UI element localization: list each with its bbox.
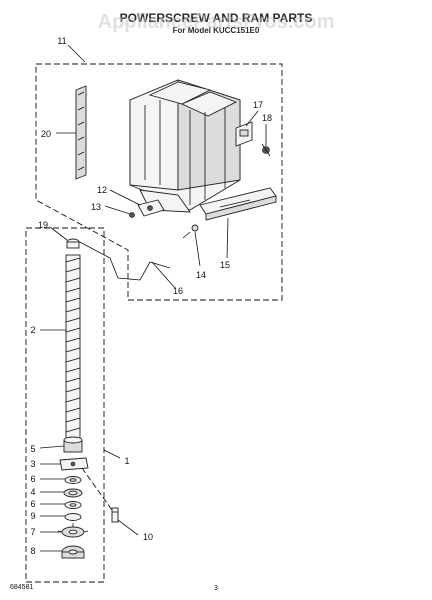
leader-15 xyxy=(226,217,229,259)
callout-6b: 6 xyxy=(30,499,35,509)
part-5-collar xyxy=(63,436,83,453)
part-18-screw xyxy=(261,143,271,157)
part-6-washer-lower xyxy=(64,501,82,509)
callout-15: 15 xyxy=(220,260,230,270)
assembly-boundary-lower xyxy=(25,227,105,583)
callout-18: 18 xyxy=(262,113,272,123)
leader-16 xyxy=(151,261,176,289)
callout-17: 17 xyxy=(253,100,263,110)
callout-20: 20 xyxy=(41,129,51,139)
callout-13: 13 xyxy=(91,202,101,212)
callout-16: 16 xyxy=(173,286,183,296)
callout-3: 3 xyxy=(30,459,35,469)
part-10-pin xyxy=(111,507,119,523)
callout-10: 10 xyxy=(143,532,153,542)
leader-17 xyxy=(245,110,259,127)
leader-13 xyxy=(104,205,131,215)
callout-19: 19 xyxy=(38,220,48,230)
leader-5 xyxy=(39,445,65,449)
part-10-lead xyxy=(81,467,113,511)
part-6-washer-upper xyxy=(64,476,82,484)
leader-14 xyxy=(194,231,201,267)
part-8-gear xyxy=(61,545,85,559)
callout-14: 14 xyxy=(196,270,206,280)
part-13-screw xyxy=(129,212,135,218)
footer-code: 684581 xyxy=(10,584,33,591)
callout-1: 1 xyxy=(124,456,129,466)
part-15-rail xyxy=(199,187,277,221)
callout-9: 9 xyxy=(30,511,35,521)
callout-8: 8 xyxy=(30,546,35,556)
callout-11: 11 xyxy=(57,36,66,46)
watermark: AppliancePartsPros.com xyxy=(98,11,335,33)
callout-12: 12 xyxy=(97,185,107,195)
footer-page-number: 3 xyxy=(214,585,218,592)
part-14-fastener xyxy=(182,224,199,239)
diagram-title: POWERSCREW AND RAM PARTS xyxy=(120,11,313,25)
leader-11 xyxy=(67,44,86,63)
leader-10 xyxy=(117,519,139,536)
callout-4: 4 xyxy=(30,487,35,497)
part-17-bracket xyxy=(235,121,253,147)
part-4-bearing xyxy=(63,488,83,498)
part-19-cap xyxy=(66,238,80,249)
assembly-boundary-upper xyxy=(35,63,283,301)
part-2-powerscrew xyxy=(65,254,81,439)
leader-12 xyxy=(109,189,141,206)
callout-2: 2 xyxy=(30,325,35,335)
part-9-spacer xyxy=(64,513,82,521)
callout-6a: 6 xyxy=(30,474,35,484)
leader-1 xyxy=(103,449,121,459)
part-20-strip xyxy=(75,85,87,180)
part-3-plate xyxy=(59,457,89,471)
part-16-wire xyxy=(75,239,171,281)
leader-19 xyxy=(49,226,68,241)
callout-5: 5 xyxy=(30,444,35,454)
callout-7: 7 xyxy=(30,527,35,537)
part-11-ram-box xyxy=(129,79,241,213)
part-12-clip xyxy=(137,199,165,217)
part-7-sprocket xyxy=(57,523,89,538)
diagram-subtitle: For Model KUCC151E0 xyxy=(173,26,260,35)
